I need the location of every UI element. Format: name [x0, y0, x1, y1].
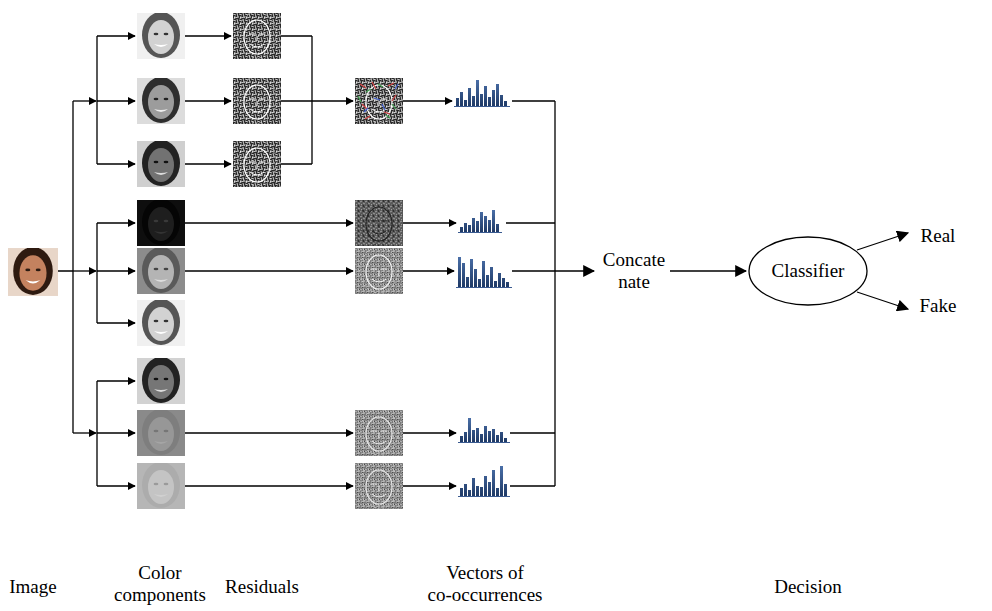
histogram — [456, 80, 507, 106]
residual-image — [233, 77, 281, 124]
histogram — [460, 418, 507, 442]
output-label: Real — [908, 225, 968, 247]
flow-arrow — [403, 270, 454, 271]
color-component-image — [137, 409, 185, 456]
branch-line — [96, 36, 97, 486]
flow-arrow — [403, 432, 456, 433]
histogram — [460, 210, 499, 232]
flow-arrow — [185, 163, 231, 164]
decision-arrow — [857, 233, 908, 250]
flow-arrow — [403, 485, 456, 486]
column-caption: Color components — [104, 562, 216, 606]
flow-arrow — [97, 222, 135, 223]
residual-image — [355, 199, 403, 246]
flow-arrow — [97, 485, 135, 486]
histogram-baseline — [458, 442, 510, 443]
flow-arrow — [185, 270, 353, 271]
histogram-baseline — [458, 232, 502, 233]
column-caption: Decision — [753, 576, 863, 598]
flow-arrow — [97, 432, 135, 433]
split-line — [58, 101, 73, 433]
ellipse-outline — [749, 237, 867, 305]
flow-lines — [58, 36, 908, 486]
combined-residual-image — [355, 77, 403, 124]
flow-arrow — [185, 100, 231, 101]
column-caption: Image — [0, 576, 68, 598]
color-noise — [360, 82, 396, 119]
flow-arrow — [97, 163, 135, 164]
color-component-image — [137, 199, 185, 246]
flow-arrow — [185, 485, 353, 486]
histogram-baseline — [454, 106, 510, 107]
histogram-baseline — [456, 287, 512, 288]
flow-arrow — [185, 222, 353, 223]
histogram — [460, 466, 507, 496]
output-label: Fake — [908, 295, 968, 317]
residual-image — [355, 409, 403, 456]
color-component-image — [137, 140, 185, 187]
flow-arrow — [670, 270, 746, 271]
residual-image — [355, 77, 403, 124]
color-component-image — [137, 462, 185, 509]
classifier-ellipse: Classifier — [748, 236, 868, 306]
color-noise — [358, 84, 396, 118]
flow-arrow — [73, 432, 96, 433]
node-label: Classifier — [772, 260, 845, 282]
residual-image — [355, 247, 403, 294]
color-component-image — [137, 357, 185, 404]
flow-arrow — [403, 222, 456, 223]
color-component-image — [137, 77, 185, 124]
flow-arrow — [312, 100, 353, 101]
stage-label: Concate nate — [598, 249, 670, 293]
flow-arrow — [185, 35, 231, 36]
flow-arrow — [555, 270, 594, 271]
histogram-baseline — [458, 496, 510, 497]
residual-image — [355, 462, 403, 509]
color-component-images — [137, 12, 185, 509]
flow-arrow — [73, 270, 96, 271]
concatenation-bus — [506, 101, 555, 486]
decision-arrow — [857, 292, 908, 309]
flow-arrow — [97, 322, 135, 323]
merge-line — [281, 36, 312, 164]
residual-image — [233, 140, 281, 187]
residual-image — [233, 12, 281, 59]
color-component-image — [137, 299, 185, 346]
flow-arrow — [185, 432, 353, 433]
flow-arrow — [73, 100, 96, 101]
column-caption: Vectors of co-occurrences — [418, 562, 553, 606]
flow-arrow — [97, 100, 135, 101]
histogram-baselines — [454, 107, 512, 497]
color-component-image — [137, 12, 185, 59]
residual-images — [233, 12, 403, 509]
color-component-image — [137, 247, 185, 294]
flow-arrow — [97, 35, 135, 36]
column-caption: Residuals — [207, 576, 317, 598]
color-noise — [364, 84, 398, 112]
input-face-image — [8, 247, 58, 296]
flow-arrow — [97, 270, 135, 271]
flow-arrow — [403, 100, 452, 101]
histogram — [458, 257, 509, 287]
flow-arrow — [97, 380, 135, 381]
